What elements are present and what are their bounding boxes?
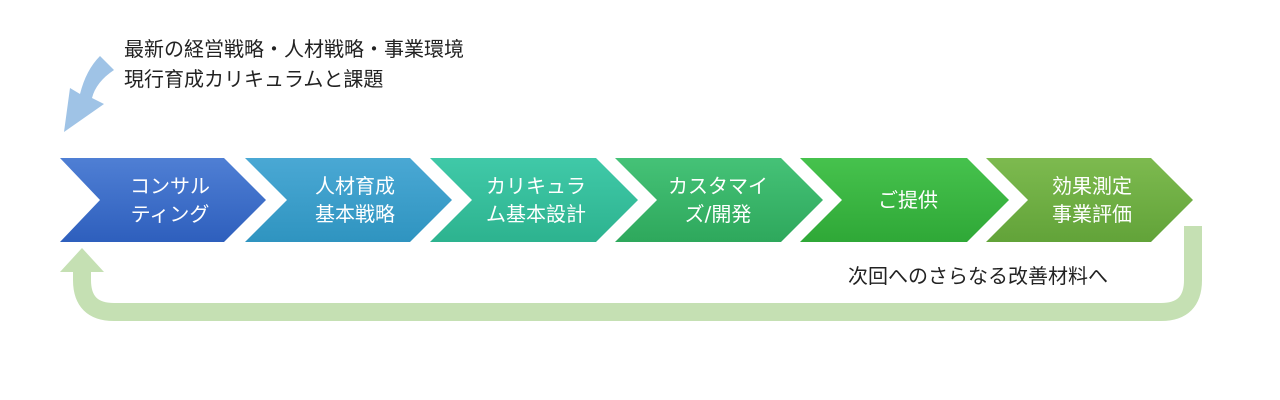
step-1-label: コンサルティング (100, 160, 240, 240)
step-1-line-1: コンサル (130, 174, 210, 198)
step-2-line-2: 基本戦略 (315, 202, 395, 226)
step-4-label: カスタマイズ/開発 (648, 160, 788, 240)
step-5-line-1: ご提供 (878, 188, 938, 212)
step-1-line-2: ティング (130, 202, 210, 226)
step-6-line-2: 事業評価 (1052, 202, 1132, 226)
step-5-label: ご提供 (838, 160, 978, 240)
chevron-step-6 (986, 158, 1193, 242)
step-6-line-1: 効果測定 (1052, 174, 1132, 198)
step-3-label: カリキュラム基本設計 (466, 160, 606, 240)
feedback-loop (60, 226, 1202, 321)
chevron-step-1 (60, 158, 266, 242)
step-4-line-1: カスタマイ (668, 174, 768, 198)
feedback-loop-label: 次回へのさらなる改善材料へ (848, 264, 1108, 288)
chevron-step-3 (430, 158, 638, 242)
step-3-line-2: ム基本設計 (486, 202, 586, 226)
input-description: 最新の経営戦略・人材戦略・事業環境 現行育成カリキュラムと課題 (124, 34, 464, 94)
chevron-step-5 (800, 158, 1009, 242)
step-4-line-2: ズ/開発 (684, 202, 752, 226)
chevron-step-4 (615, 158, 823, 242)
step-6-label: 効果測定事業評価 (1022, 160, 1162, 240)
chevron-step-2 (245, 158, 452, 242)
step-2-label: 人材育成基本戦略 (285, 160, 425, 240)
input-arrow (64, 56, 114, 132)
step-3-line-1: カリキュラ (486, 174, 586, 198)
step-2-line-1: 人材育成 (315, 174, 395, 198)
input-line-2: 現行育成カリキュラムと課題 (124, 67, 384, 91)
input-line-1: 最新の経営戦略・人材戦略・事業環境 (124, 37, 464, 61)
